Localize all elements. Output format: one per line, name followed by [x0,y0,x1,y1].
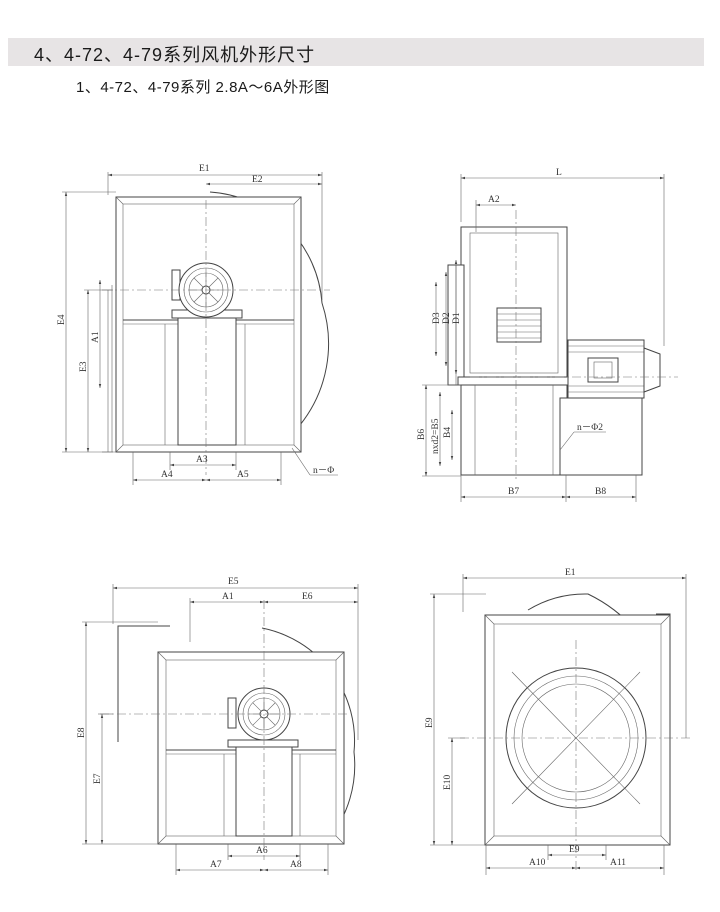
section-banner: 4、4-72、4-79系列风机外形尺寸 [8,38,704,66]
dim-label-n-phi: n－Φ [313,466,334,476]
dim-label-b4: B4 [443,427,453,438]
dim-label-nxd2-b5: nxd2=B5 [431,418,441,454]
dim-label-e8: E8 [77,727,87,738]
dim-label-b8: B8 [595,487,606,497]
front-view: E1 E2 E4 E3 A1 A3 A4 A5 n－Φ [57,164,338,485]
dim-label-b7: B7 [508,487,519,497]
pedestal-side [460,384,568,476]
section-subtitle: 1、4-72、4-79系列 2.8A～6A外形图 [76,79,330,96]
motor-stand [177,317,237,446]
dim-label-n-phi2: n－Φ2 [577,423,603,433]
side-view: L A2 D1 D2 D3 B6 nxd2=B5 B4 B7 B8 n－Φ2 [417,168,678,502]
dim-label-a4: A4 [161,470,173,480]
dim-label-e3: E3 [79,361,89,372]
dim-label-a11: A11 [610,858,626,868]
inlet-view: E1 E9 E10 E9 A10 A11 [425,568,690,875]
dim-label-e1: E1 [199,164,210,174]
fan-impeller-block [496,307,542,343]
motor-fan-cover [643,347,661,393]
dim-label-e9: E9 [425,717,435,728]
motor-terminal-box [587,357,619,383]
dim-label-d1: D1 [452,312,462,324]
dim-label-e6: E6 [302,592,313,602]
dim-label-a1: A1 [91,331,101,343]
dim-label-a10: A10 [529,858,546,868]
dim-label-e4: E4 [57,314,67,325]
motor-foot-2 [227,739,299,748]
dim-label-d3: D3 [432,312,442,324]
dim-label-l: L [556,168,562,178]
dim-label-e10: E10 [443,774,453,790]
motor-terminal [171,269,181,301]
motor-base [559,397,643,476]
dim-label-a7: A7 [210,860,222,870]
dim-label-e1-inlet: E1 [565,568,576,578]
dim-label-e7: E7 [93,773,103,784]
base-frame-top [457,376,571,386]
dim-label-a1-bottom: A1 [222,592,234,602]
section-title: 4、4-72、4-79系列风机外形尺寸 [34,45,316,65]
volute-casing-2 [261,627,356,841]
fan-casing-side [460,226,568,378]
dim-label-a2: A2 [488,195,500,205]
dim-label-d2: D2 [442,312,452,324]
base-front-view: E5 A1 E6 E8 E7 A6 A7 A8 [77,577,359,875]
dim-label-e5: E5 [228,577,239,587]
dim-label-a5: A5 [237,470,249,480]
dim-label-a6: A6 [256,846,268,856]
dim-label-b6: B6 [417,429,427,440]
dim-label-e9-horizontal: E9 [569,845,580,855]
dim-label-a8: A8 [290,860,302,870]
dim-label-a3: A3 [196,455,208,465]
dim-label-e2: E2 [252,175,263,185]
